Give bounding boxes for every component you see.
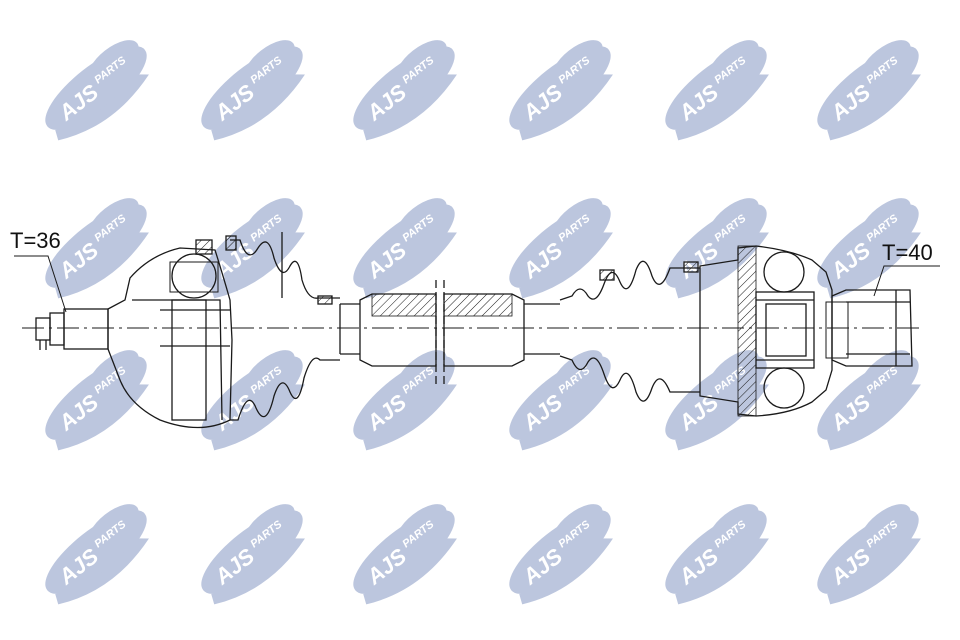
outer-cv-joint [107,239,233,429]
outer-boot [225,232,340,421]
watermark-layer: AJSPARTSAJSPARTSAJSPARTSAJSPARTSAJSPARTS… [32,30,936,615]
right-leader-line [873,265,940,297]
left-leader-line [14,255,67,313]
inner-cv-joint [699,245,833,417]
right-stub [825,289,913,367]
left-thread-label: T=36 [10,228,61,253]
middle-damper [359,280,525,384]
shaft-right [524,303,560,355]
shaft-left [339,303,360,355]
inner-boot [559,260,700,402]
left-stub [35,308,109,350]
driveshaft-drawing [14,232,940,429]
right-thread-label: T=40 [882,240,933,265]
